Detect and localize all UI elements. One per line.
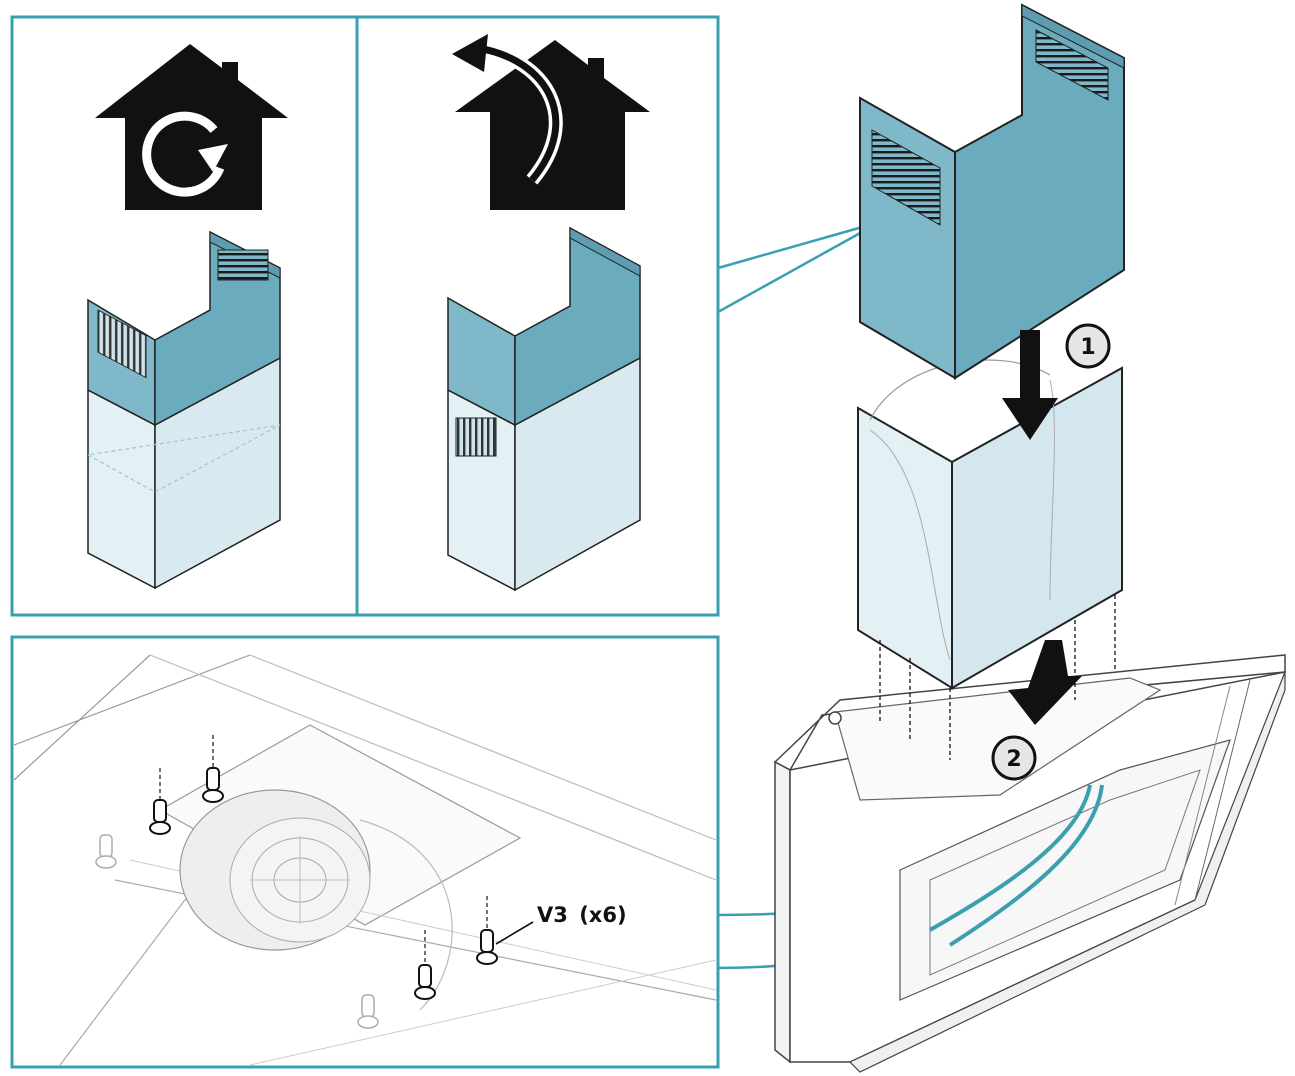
hood-top-detail [13, 654, 717, 1066]
screw-leader-line [495, 921, 534, 945]
house-recirculation-icon [95, 44, 288, 210]
chimney-extraction [447, 226, 641, 592]
screw-qty: (x6) [579, 903, 626, 927]
lower-chimney-cover [857, 359, 1123, 760]
screw-group [95, 735, 534, 1029]
step-badge-2: 2 [991, 735, 1037, 781]
power-cable [929, 784, 1104, 947]
screw-6 [357, 994, 379, 1029]
arrow-down-2 [1008, 640, 1082, 725]
blower-fan [179, 789, 453, 1011]
top-panels-frame [10, 15, 720, 617]
screw-4 [476, 896, 498, 965]
chimney-recirculation [86, 230, 281, 590]
step-number-1: 1 [1080, 335, 1095, 360]
screw-2 [149, 768, 171, 835]
screw-5 [414, 930, 436, 1000]
upper-chimney-cover [859, 3, 1125, 380]
arrow-down-1 [1002, 330, 1058, 440]
step-badge-1: 1 [1065, 323, 1111, 369]
screw-1 [202, 735, 224, 803]
house-extraction-icon [452, 34, 650, 210]
screw-code: V3 [537, 903, 568, 927]
range-hood [773, 654, 1287, 1073]
screw-3 [95, 834, 117, 869]
screw-label: V3 (x6) [537, 903, 627, 927]
step-number-2: 2 [1006, 747, 1021, 772]
